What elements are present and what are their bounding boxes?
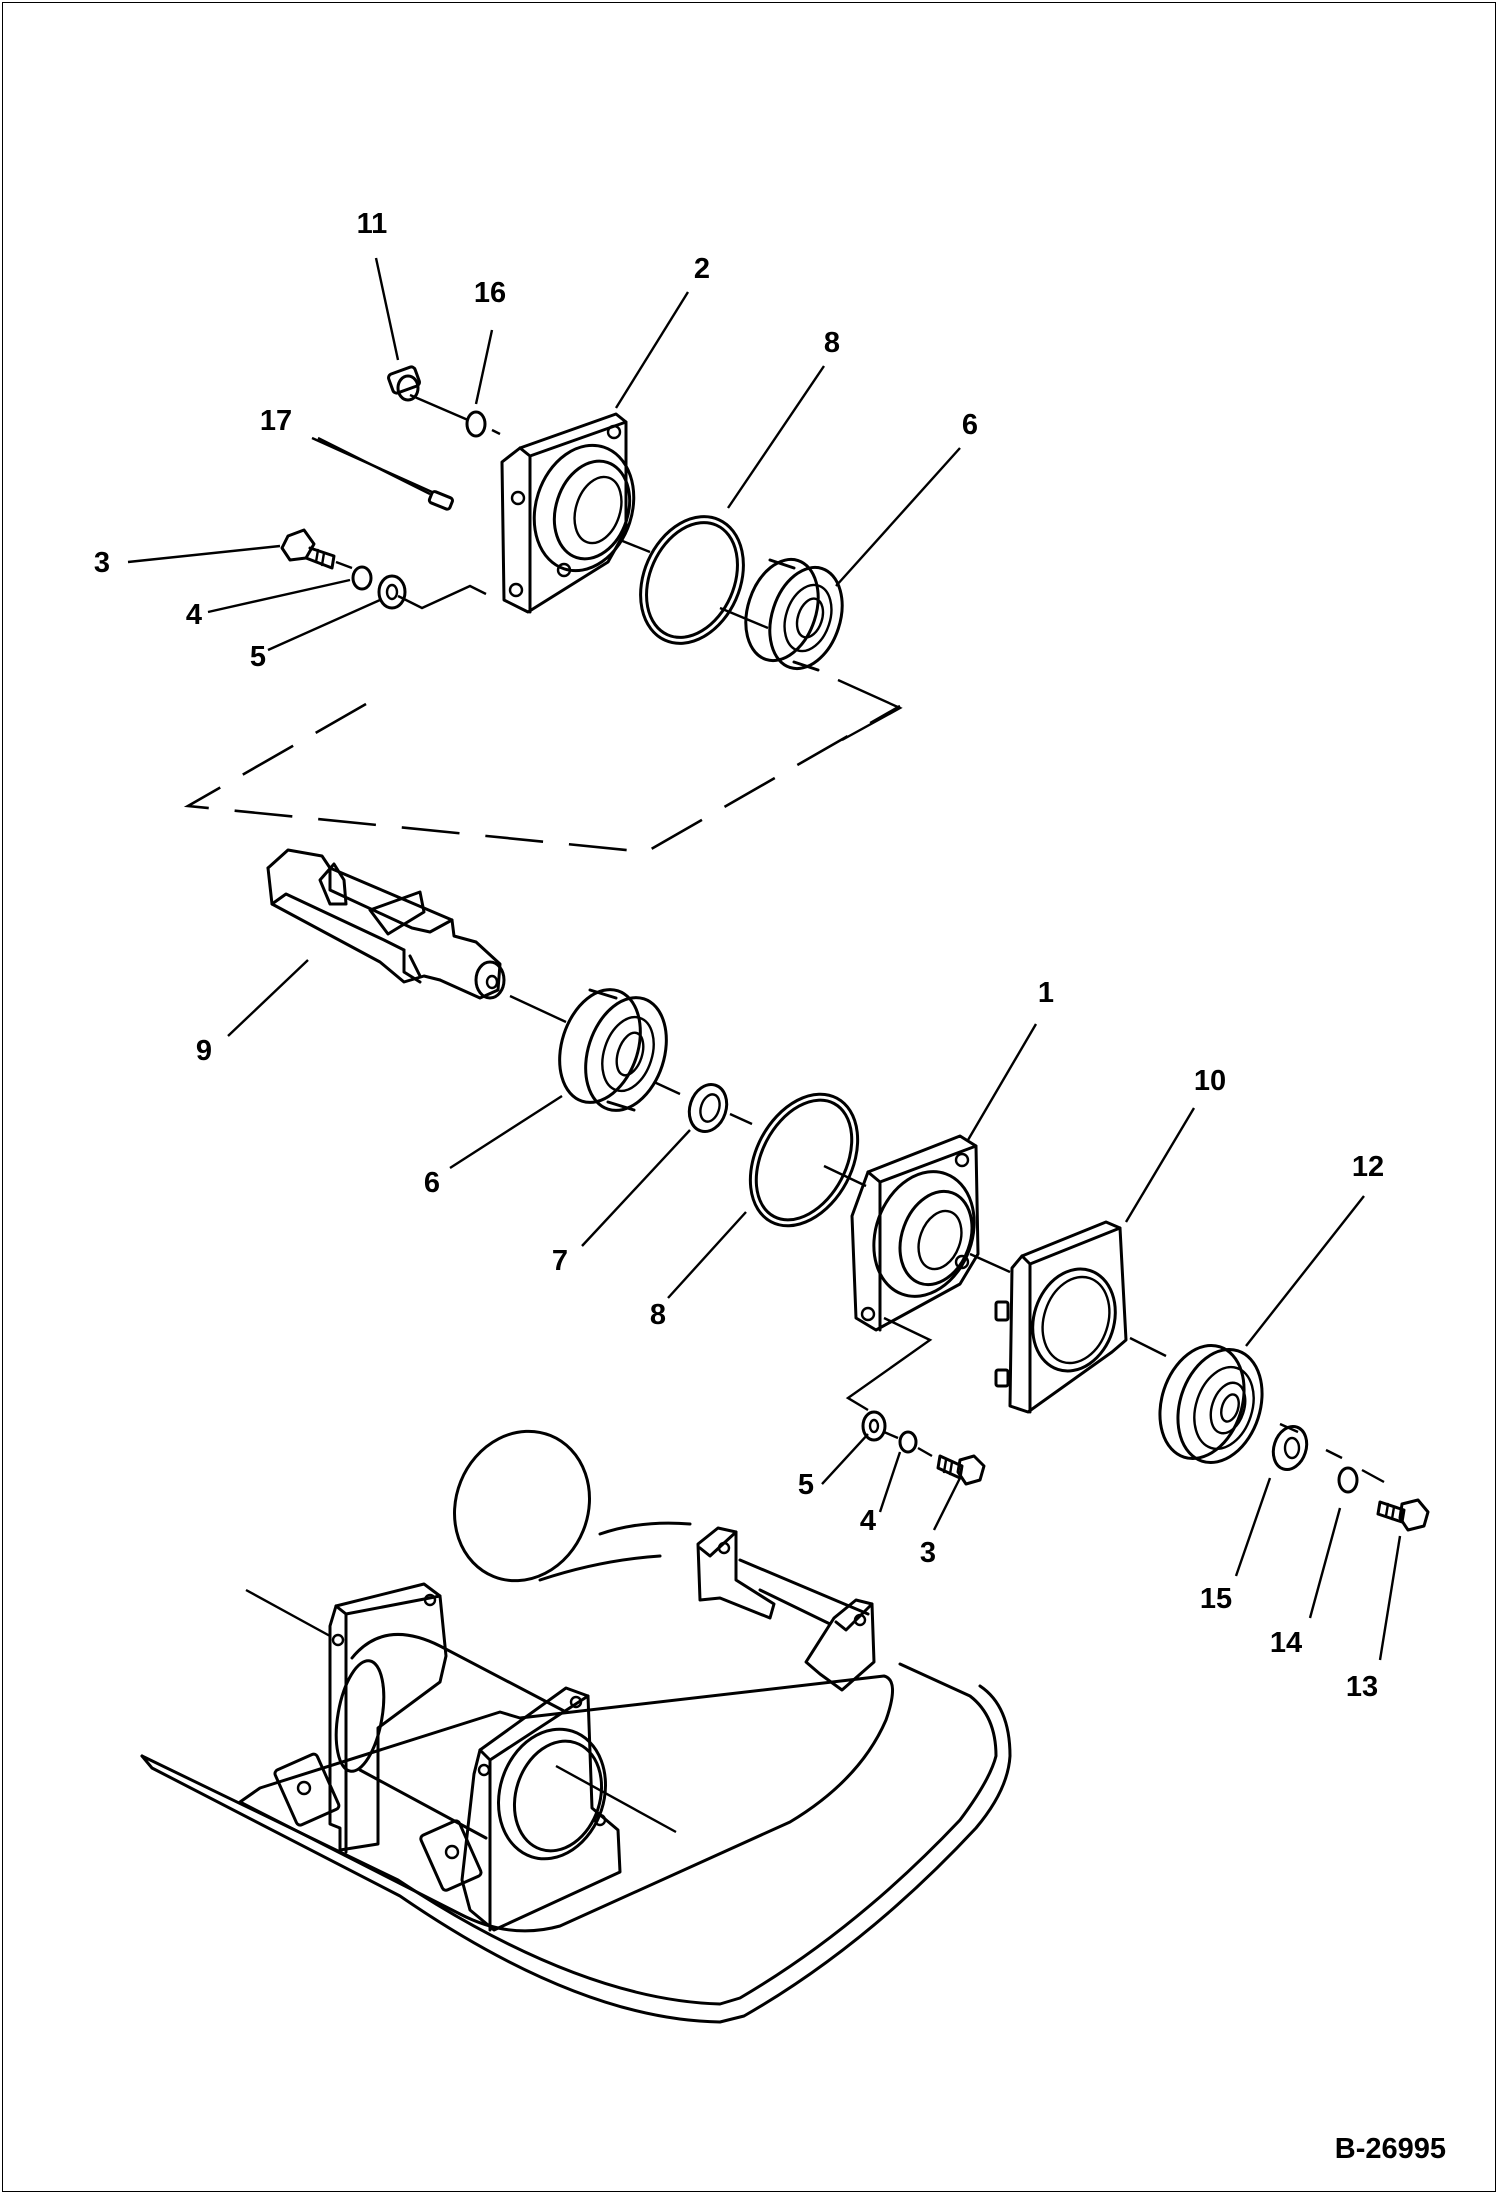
bolt-3-lower	[936, 1454, 986, 1486]
o-ring-8-middle	[748, 1092, 860, 1228]
bearing-6-upper	[744, 557, 844, 672]
spring-washer-4-upper	[351, 565, 373, 591]
base-plate	[140, 1429, 1012, 2024]
o-ring-8-upper	[639, 515, 745, 645]
callout-14: 14	[1270, 1627, 1302, 1659]
callout-3-upper: 3	[94, 547, 110, 579]
spring-washer-14	[1337, 1466, 1359, 1494]
bolt-3-upper	[280, 528, 336, 570]
callout-4-lower: 4	[860, 1505, 876, 1537]
washer-5-upper	[377, 574, 407, 610]
ring-7	[687, 1083, 729, 1133]
spring-washer-4-lower	[898, 1430, 918, 1454]
plug-11	[387, 365, 421, 402]
figure-reference-code: B-26995	[1334, 2133, 1446, 2165]
callout-12: 12	[1352, 1151, 1384, 1183]
callout-15: 15	[1200, 1583, 1232, 1615]
callout-numbers: 11 16 2 8 6 17 3 4 5 9 1 10 12 6 7 8 5 4…	[94, 208, 1384, 1703]
callout-8-middle: 8	[650, 1299, 666, 1331]
callout-13: 13	[1346, 1671, 1378, 1703]
pulley-12	[1158, 1343, 1264, 1465]
callout-5-upper: 5	[250, 641, 266, 673]
callout-16: 16	[474, 277, 506, 309]
callout-5-lower: 5	[798, 1469, 814, 1501]
upper-bearing-housing	[500, 412, 636, 614]
assembly-axis-lines	[245, 393, 1385, 1834]
callout-4-upper: 4	[186, 599, 202, 631]
eccentric-shaft-9	[266, 848, 506, 1000]
callout-8-upper: 8	[824, 327, 840, 359]
callout-10: 10	[1194, 1065, 1226, 1097]
washer-15	[1271, 1425, 1309, 1471]
leader-lines	[127, 257, 1402, 1661]
callout-17: 17	[260, 405, 292, 437]
bearing-6-middle	[558, 988, 668, 1112]
callout-7: 7	[552, 1245, 568, 1277]
washer-5-lower	[861, 1410, 887, 1442]
lower-bearing-housing	[850, 1134, 980, 1332]
callout-11: 11	[357, 208, 388, 240]
phantom-outline	[183, 702, 901, 854]
callout-6-upper: 6	[962, 409, 978, 441]
callout-3-lower: 3	[920, 1537, 936, 1569]
bolt-13	[1376, 1498, 1430, 1532]
callout-2: 2	[694, 253, 710, 285]
callout-6-middle: 6	[424, 1167, 440, 1199]
pin-17	[427, 490, 454, 511]
plate-10	[994, 1220, 1128, 1414]
callout-1: 1	[1038, 977, 1054, 1009]
washer-16	[465, 410, 487, 438]
callout-9: 9	[196, 1035, 212, 1067]
